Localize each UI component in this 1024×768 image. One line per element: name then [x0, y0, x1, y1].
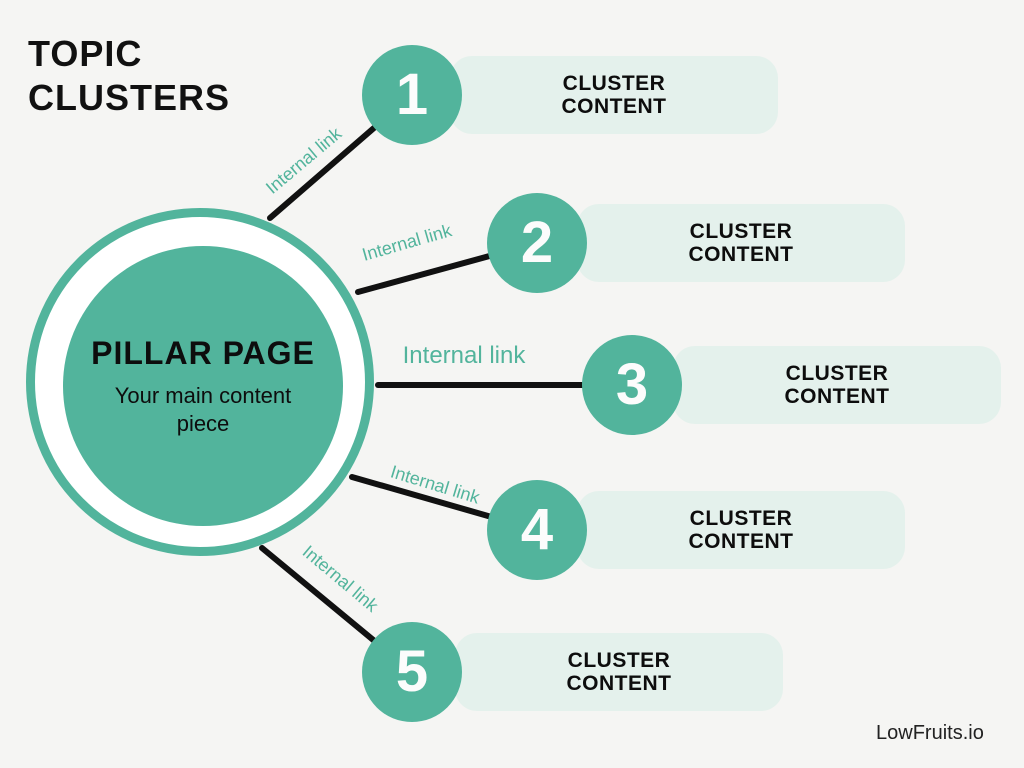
- pillar-title: PILLAR PAGE: [91, 335, 315, 371]
- cluster-label-4: CLUSTER CONTENT: [688, 506, 794, 553]
- cluster-box-1: CLUSTER CONTENT: [450, 56, 778, 134]
- cluster-number-5: 5: [395, 639, 429, 704]
- cluster-label-2: CLUSTER CONTENT: [688, 219, 794, 266]
- cluster-number-circle-2: 2: [487, 193, 587, 293]
- cluster-box-5: CLUSTER CONTENT: [455, 633, 783, 711]
- cluster-number-1: 1: [395, 62, 429, 127]
- cluster-box-4: CLUSTER CONTENT: [577, 491, 905, 569]
- page-title-line-1: TOPIC: [28, 33, 143, 74]
- cluster-label-5: CLUSTER CONTENT: [566, 648, 672, 695]
- pillar-circle: PILLAR PAGE Your main content piece: [63, 246, 343, 526]
- pillar-ring: PILLAR PAGE Your main content piece: [26, 208, 374, 556]
- cluster-number-3: 3: [615, 352, 649, 417]
- internal-link-label-3: Internal link: [402, 342, 526, 369]
- page-title-line-2: CLUSTERS: [28, 76, 231, 118]
- page-title: TOPIC CLUSTERS: [28, 32, 230, 120]
- cluster-number-2: 2: [520, 210, 554, 275]
- cluster-number-circle-1: 1: [362, 45, 462, 145]
- cluster-number-circle-4: 4: [487, 480, 587, 580]
- cluster-number-4: 4: [520, 497, 554, 562]
- cluster-label-3: CLUSTER CONTENT: [784, 361, 890, 408]
- pillar-subtitle: Your main content piece: [114, 383, 292, 436]
- footer-brand: LowFruits.io: [876, 722, 984, 744]
- cluster-number-circle-5: 5: [362, 622, 462, 722]
- cluster-number-circle-3: 3: [582, 335, 682, 435]
- cluster-box-2: CLUSTER CONTENT: [577, 204, 905, 282]
- cluster-label-1: CLUSTER CONTENT: [561, 71, 667, 118]
- cluster-box-3: CLUSTER CONTENT: [673, 346, 1001, 424]
